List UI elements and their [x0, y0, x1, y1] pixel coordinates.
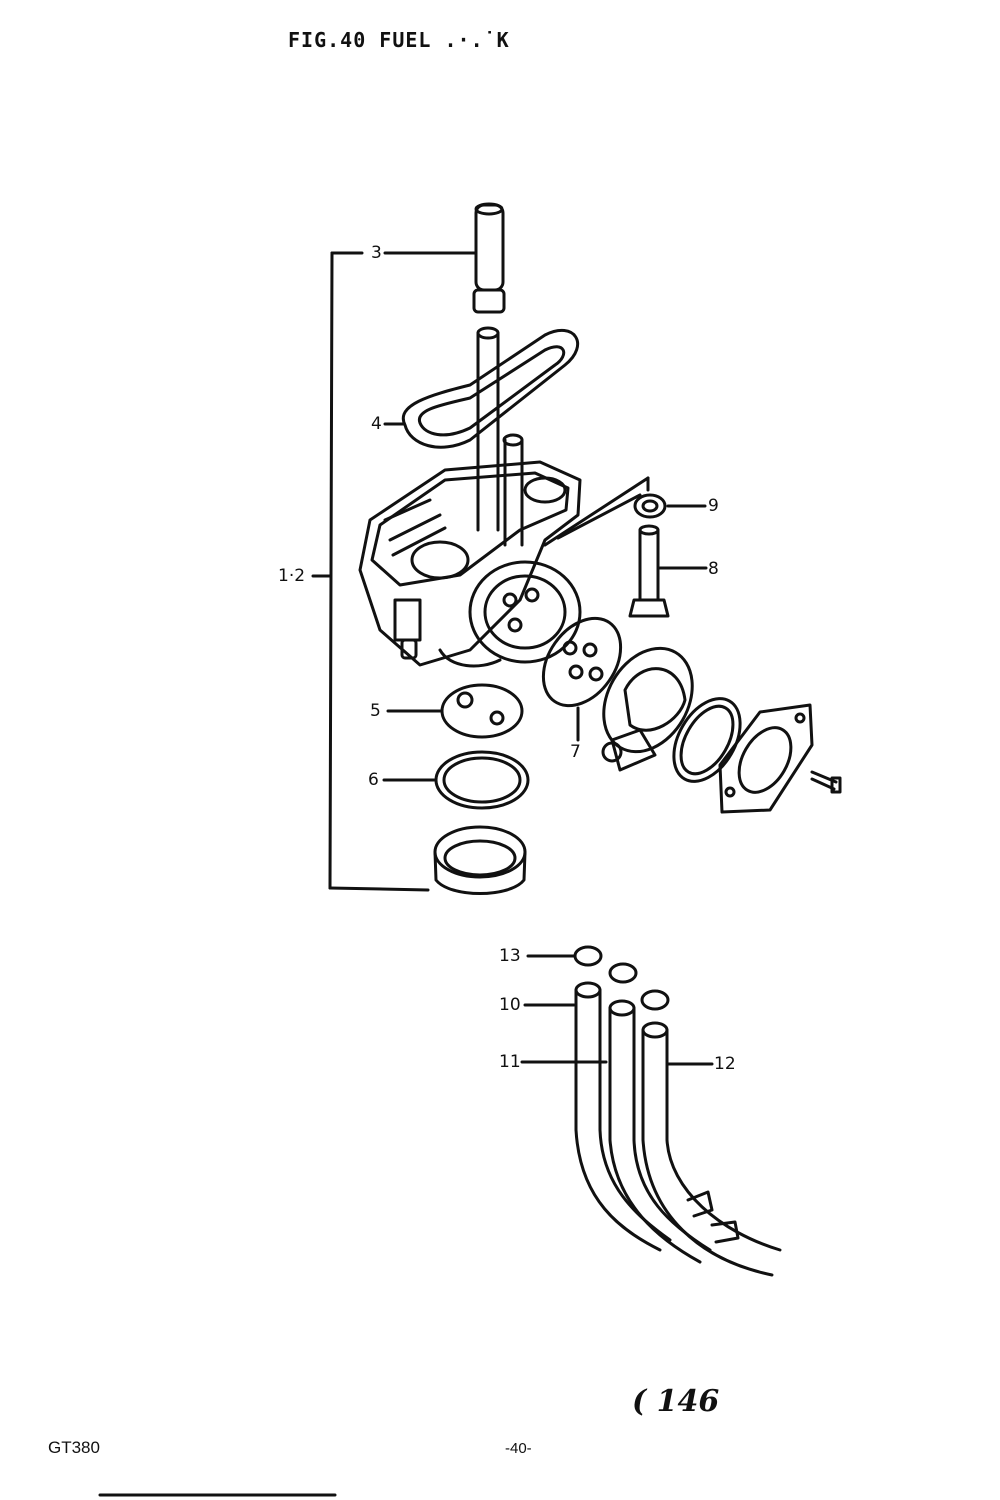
part-7-diaphragm	[541, 616, 623, 742]
part-3-filter-tube	[383, 202, 506, 314]
callout-9: 9	[708, 496, 719, 516]
fuel-cock-body	[358, 460, 650, 668]
part-13-clips	[526, 945, 670, 1011]
callout-4: 4	[371, 414, 382, 434]
assembly-bracket	[311, 251, 430, 892]
callout-6: 6	[368, 770, 379, 790]
hoses	[520, 981, 782, 1277]
model-code: GT380	[48, 1438, 100, 1457]
sediment-cup	[433, 825, 527, 895]
callout-1-2: 1·2	[278, 566, 306, 586]
main-tube	[476, 326, 524, 547]
page-number: -40-	[505, 1440, 532, 1457]
callout-12: 12	[714, 1054, 736, 1074]
callout-10: 10	[499, 995, 521, 1015]
lever-o-ring	[672, 697, 742, 783]
part-4-gasket	[383, 328, 579, 449]
part-6-o-ring	[382, 750, 530, 810]
part-9-washer	[633, 493, 707, 519]
callout-13: 13	[499, 946, 521, 966]
callout-7: 7	[570, 742, 581, 762]
part-5-plate	[386, 683, 524, 739]
lever-housing	[601, 646, 694, 772]
callout-5: 5	[370, 701, 381, 721]
figure-title: FIG.40 FUEL .·.˙K	[288, 28, 510, 52]
part-8-bolt	[628, 524, 708, 618]
page-stamp: ( 146	[632, 1384, 720, 1419]
callout-8: 8	[708, 559, 719, 579]
callout-3: 3	[371, 243, 382, 263]
callout-11: 11	[499, 1052, 521, 1072]
cover-plate	[718, 703, 842, 814]
